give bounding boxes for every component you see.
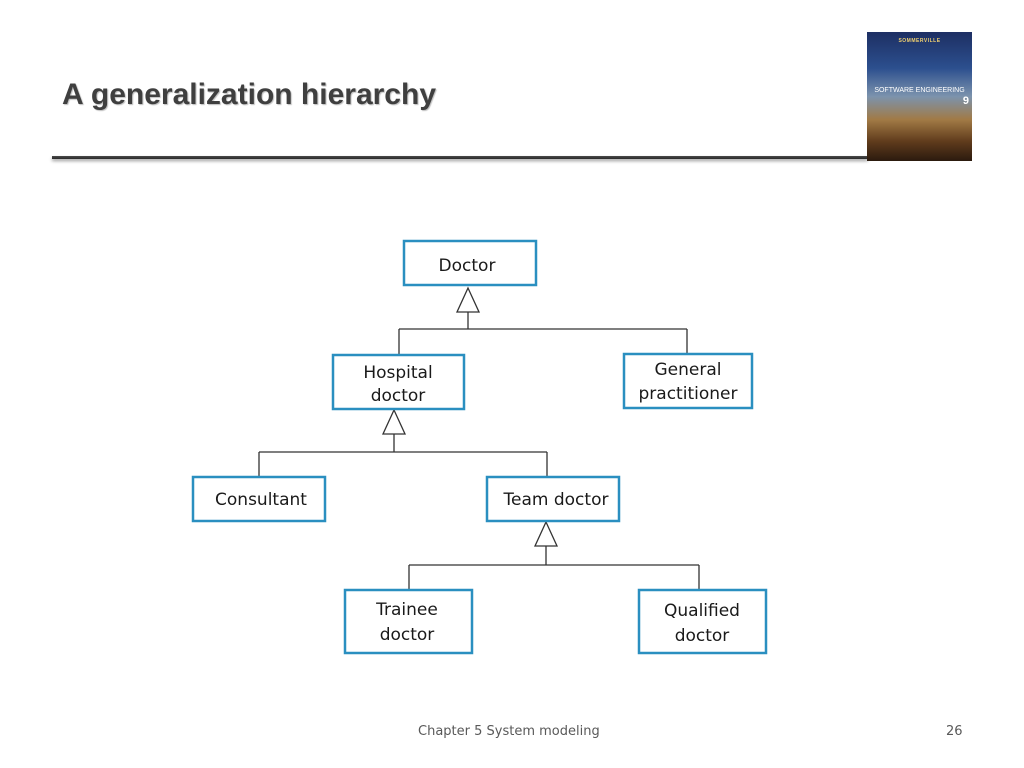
generalization-team-doctor (408, 520, 700, 590)
node-label: General (655, 360, 722, 380)
node-label: doctor (380, 625, 435, 645)
node-general-practitioner: General practitioner (622, 352, 754, 410)
book-cover-image: SOMMERVILLE SOFTWARE ENGINEERING 9 (867, 32, 972, 161)
generalization-hospital-doctor (258, 408, 548, 477)
inheritance-arrow-icon (455, 286, 481, 313)
node-label: Hospital (363, 363, 432, 383)
slide-title: A generalization hierarchy (62, 78, 437, 111)
footer-page-number: 26 (946, 724, 963, 739)
node-label: Qualified (664, 601, 740, 621)
node-box (485, 475, 621, 523)
node-box (191, 475, 327, 523)
node-trainee-doctor: Trainee doctor (343, 588, 474, 655)
footer-chapter: Chapter 5 System modeling (418, 724, 600, 739)
node-label: doctor (675, 626, 730, 646)
generalization-doctor (398, 286, 688, 355)
node-qualified-doctor: Qualified doctor (637, 588, 768, 655)
node-consultant: Consultant (191, 475, 327, 523)
inheritance-arrow-icon (533, 520, 559, 547)
node-label: Consultant (215, 490, 307, 510)
node-box (331, 353, 466, 411)
book-cover-edition: 9 (962, 95, 969, 107)
node-label: practitioner (639, 384, 738, 404)
node-box (343, 588, 474, 655)
node-label: Doctor (439, 256, 496, 276)
book-cover-author: SOMMERVILLE (898, 38, 941, 44)
node-label: doctor (371, 386, 426, 406)
inheritance-arrow-icon (381, 408, 407, 435)
node-hospital-doctor: Hospital doctor (331, 353, 466, 411)
node-box (622, 352, 754, 410)
node-box (402, 239, 538, 287)
node-box (637, 588, 768, 655)
book-cover-title: SOFTWARE ENGINEERING (874, 87, 965, 94)
node-label: Team doctor (503, 490, 609, 510)
node-label: Trainee (375, 600, 438, 620)
node-doctor: Doctor (402, 239, 538, 287)
node-team-doctor: Team doctor (485, 475, 621, 523)
title-divider (52, 156, 868, 159)
